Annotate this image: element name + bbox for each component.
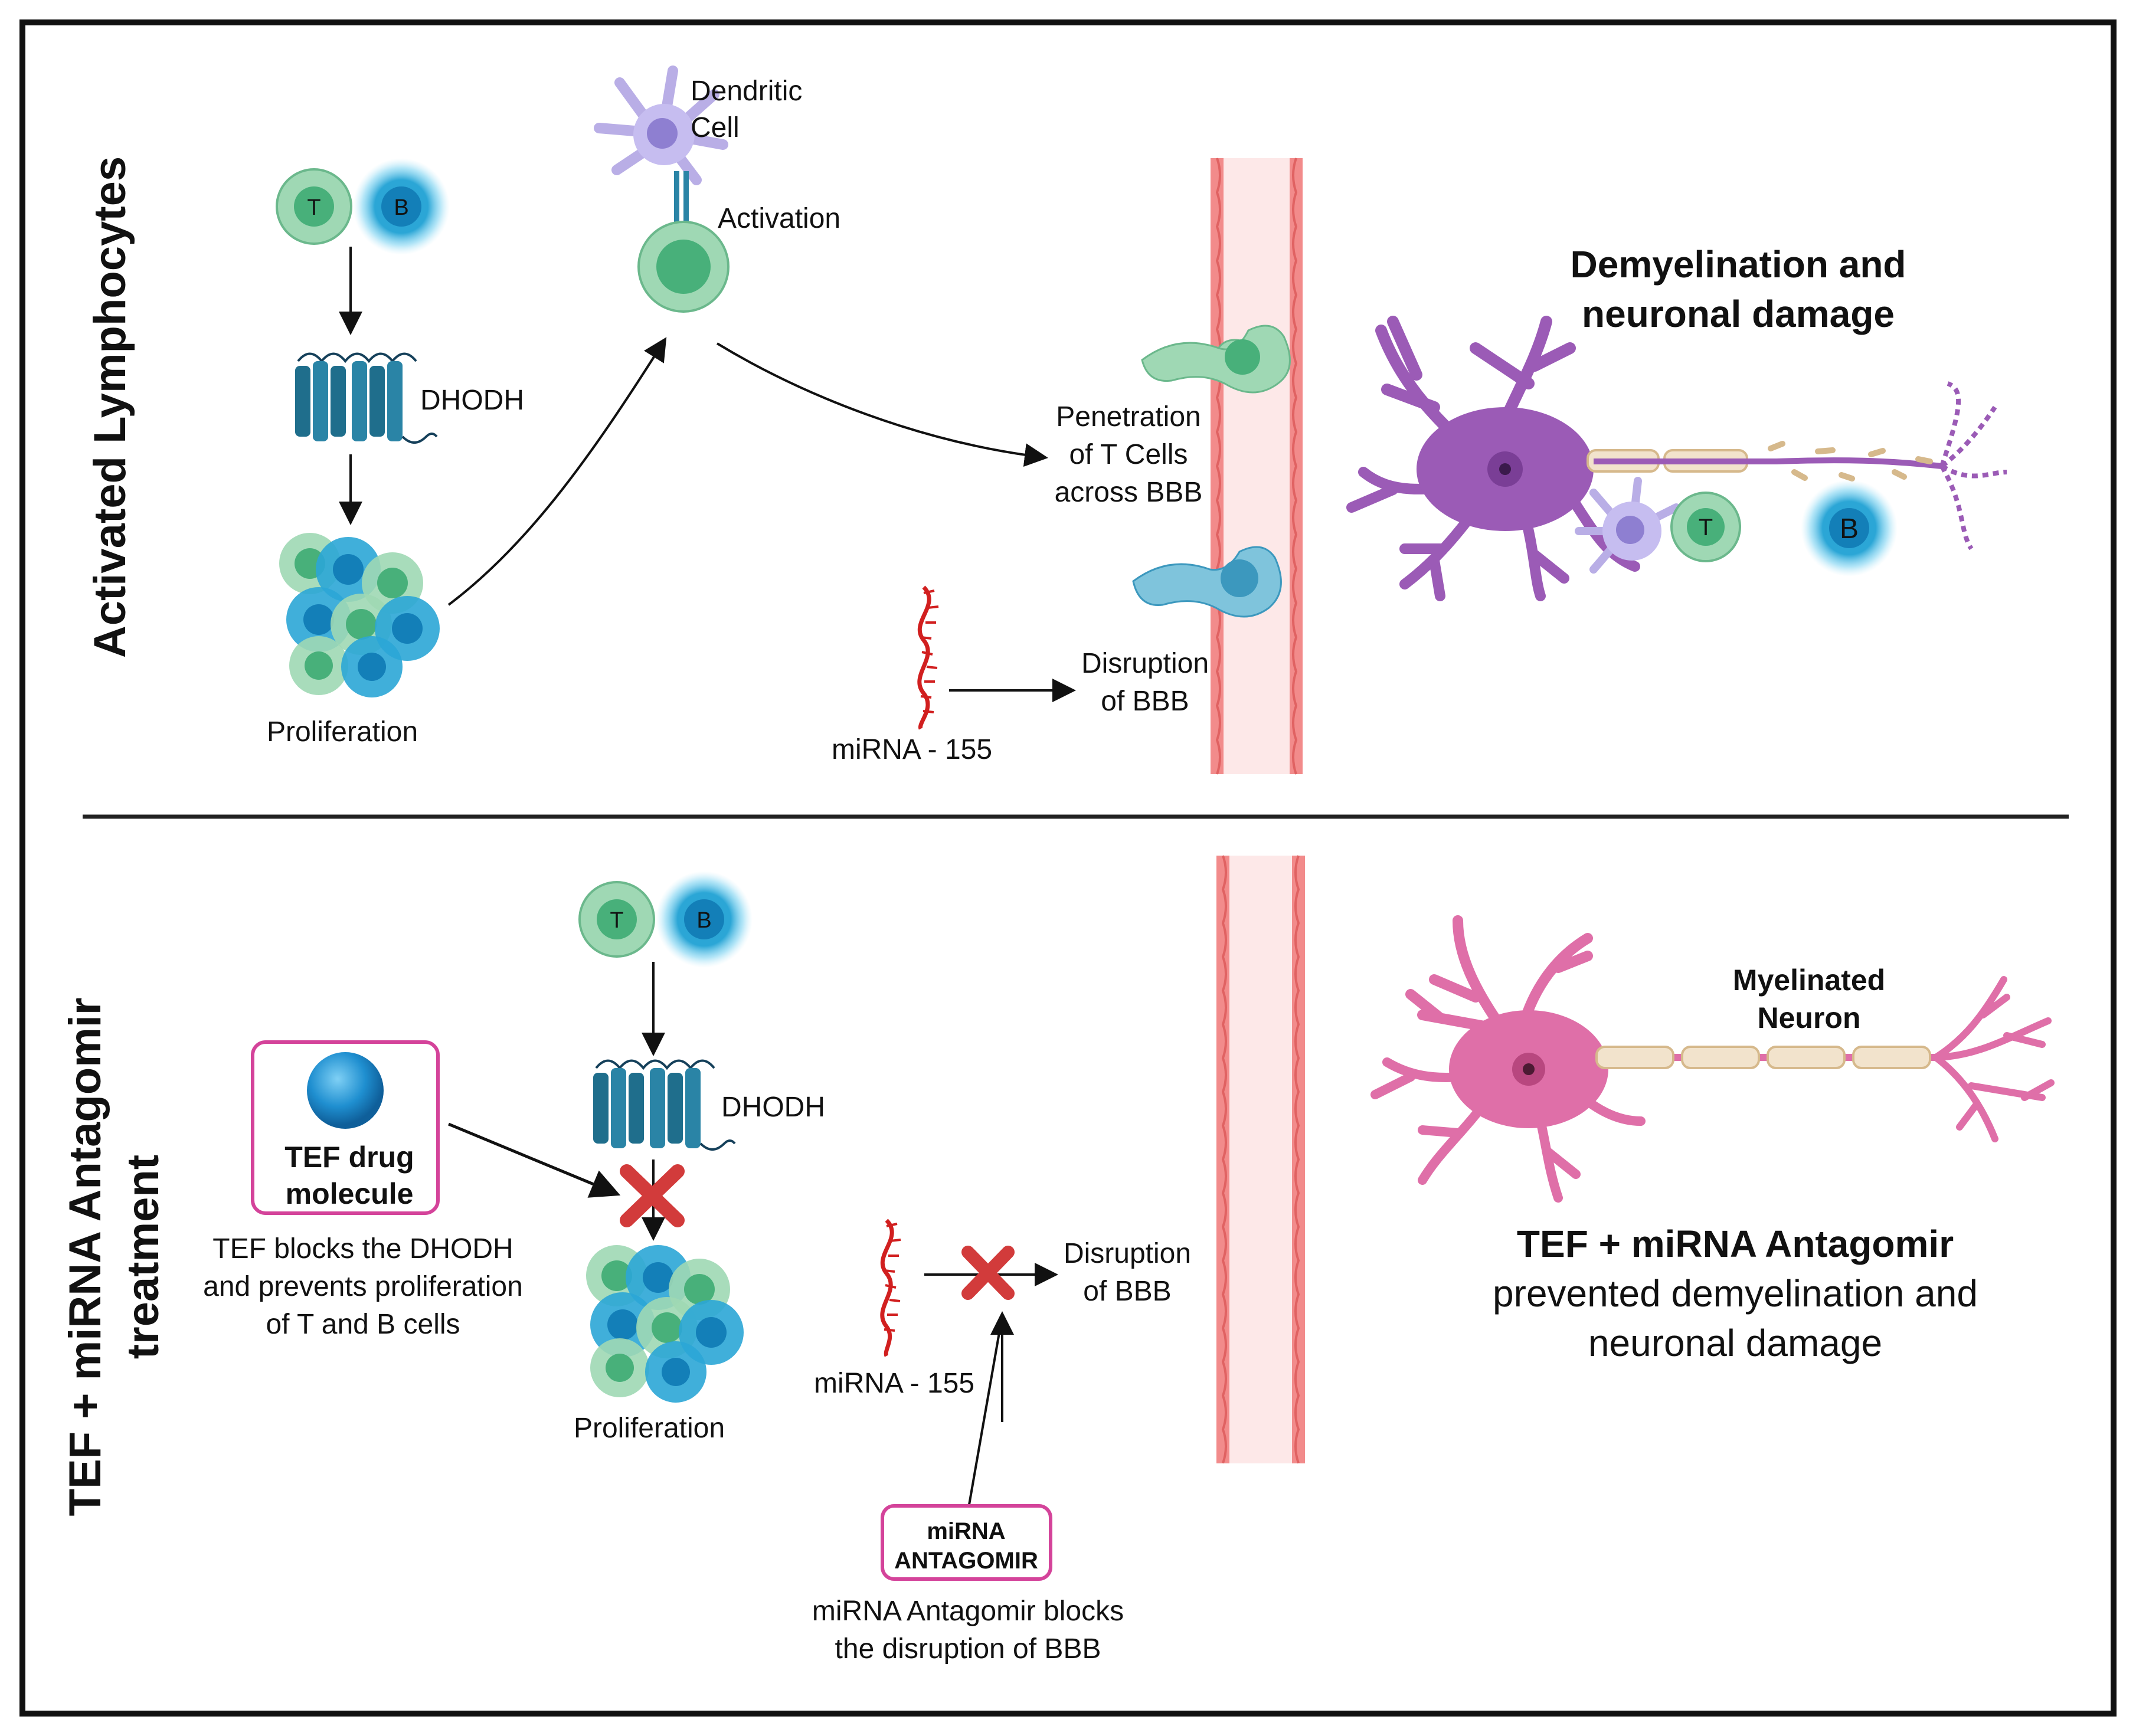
proliferation-cluster <box>279 533 440 697</box>
outer-frame <box>19 19 2117 1717</box>
proliferation-label: Proliferation <box>267 716 418 748</box>
t-cell: T <box>276 168 352 245</box>
b-cell-crossing-bbb <box>1132 546 1282 618</box>
demyelination-title-1: Demyelination and <box>1571 243 1906 286</box>
result-line-2: prevented demyelination and <box>1493 1272 1978 1315</box>
penetration-label-3: across BBB <box>1055 477 1203 508</box>
dhodh-label: DHODH <box>420 385 524 416</box>
tef-desc-2: and prevents proliferation <box>203 1271 523 1302</box>
dendritic-label-1: Dendritic <box>691 76 802 107</box>
antagomir-box <box>881 1504 1052 1581</box>
block-x-icon-mirna <box>961 1246 1015 1300</box>
bottom-panel: TEF + miRNA Antagomir treatment T B DHOD… <box>60 855 2055 1665</box>
disruption-label-1: Disruption <box>1081 648 1209 679</box>
bottom-side-label-2: treatment <box>118 1155 168 1359</box>
t-cell-crossing-bbb <box>1141 325 1291 394</box>
activated-t-cell <box>637 199 730 313</box>
healthy-neuron-icon <box>1370 915 1646 1203</box>
bottom-mirna-strand-icon <box>880 1219 901 1357</box>
bottom-b-cell-label: B <box>696 908 711 933</box>
disruption-label-2: of BBB <box>1101 686 1189 717</box>
antagomir-desc-2: the disruption of BBB <box>835 1633 1101 1665</box>
mirna-label: miRNA - 155 <box>832 734 992 765</box>
mirna-strand-icon <box>917 585 939 730</box>
arrow-proliferation-to-activation <box>447 337 667 606</box>
bottom-t-cell-label: T <box>610 908 623 933</box>
penetration-label-2: of T Cells <box>1069 439 1188 470</box>
bottom-disruption-label-1: Disruption <box>1064 1238 1191 1269</box>
tef-box-label-1: TEF drug <box>284 1141 414 1174</box>
activation-label: Activation <box>718 203 840 234</box>
bottom-side-label-1: TEF + miRNA Antagomir <box>60 998 110 1516</box>
t-cell-near-neuron: T <box>1670 492 1741 562</box>
top-side-label: Activated Lymphocytes <box>85 156 135 658</box>
dendritic-cell-icon <box>594 65 728 199</box>
arrow-activation-to-penetration <box>716 342 1048 467</box>
top-panel: Activated Lymphocytes T B DHODH <box>85 65 2007 775</box>
tef-molecule-icon <box>307 1052 384 1129</box>
bottom-disruption-label-2: of BBB <box>1083 1276 1171 1307</box>
antagomir-arrow-diag <box>968 1315 1003 1505</box>
neuron-b-label: B <box>1840 513 1859 545</box>
myelinated-label-1: Myelinated <box>1733 964 1885 997</box>
bottom-proliferation-label: Proliferation <box>574 1413 725 1444</box>
myelinated-label-2: Neuron <box>1758 1001 1861 1034</box>
antagomir-box-label-2: ANTAGOMIR <box>894 1548 1038 1574</box>
tef-desc-1: TEF blocks the DHODH <box>212 1233 513 1265</box>
block-x-icon-dhodh <box>620 1164 685 1227</box>
b-cell-label: B <box>394 195 408 220</box>
dhodh-protein-icon <box>295 352 438 444</box>
t-cell-label: T <box>307 195 320 220</box>
myelinated-axon <box>1595 976 2055 1142</box>
antagomir-box-label-1: miRNA <box>927 1518 1005 1544</box>
result-title: TEF + miRNA Antagomir <box>1517 1223 1954 1265</box>
b-cell: B <box>353 158 450 255</box>
dendritic-cell-near-neuron <box>1575 477 1680 574</box>
demyelination-title-2: neuronal damage <box>1582 293 1895 335</box>
tef-desc-3: of T and B cells <box>266 1309 460 1340</box>
result-line-3: neuronal damage <box>1588 1322 1882 1364</box>
arrow-tef-to-block <box>448 1122 621 1198</box>
penetration-label-1: Penetration <box>1056 401 1201 433</box>
bottom-dhodh-protein-icon <box>593 1059 736 1151</box>
bottom-proliferation-cluster <box>586 1245 744 1403</box>
bottom-b-cell: B <box>656 871 753 968</box>
neuron-t-label: T <box>1699 515 1713 541</box>
bbb-wall-top <box>1211 158 1303 775</box>
dendritic-label-2: Cell <box>691 112 740 143</box>
bottom-t-cell: T <box>578 881 655 958</box>
b-cell-near-neuron: B <box>1801 480 1898 577</box>
antagomir-desc-1: miRNA Antagomir blocks <box>812 1596 1124 1627</box>
damaged-axon <box>1587 381 2007 551</box>
bottom-dhodh-label: DHODH <box>721 1092 825 1123</box>
bottom-mirna-label: miRNA - 155 <box>814 1368 974 1399</box>
bbb-wall-bottom <box>1216 855 1305 1464</box>
tef-box-label-2: molecule <box>286 1177 414 1210</box>
